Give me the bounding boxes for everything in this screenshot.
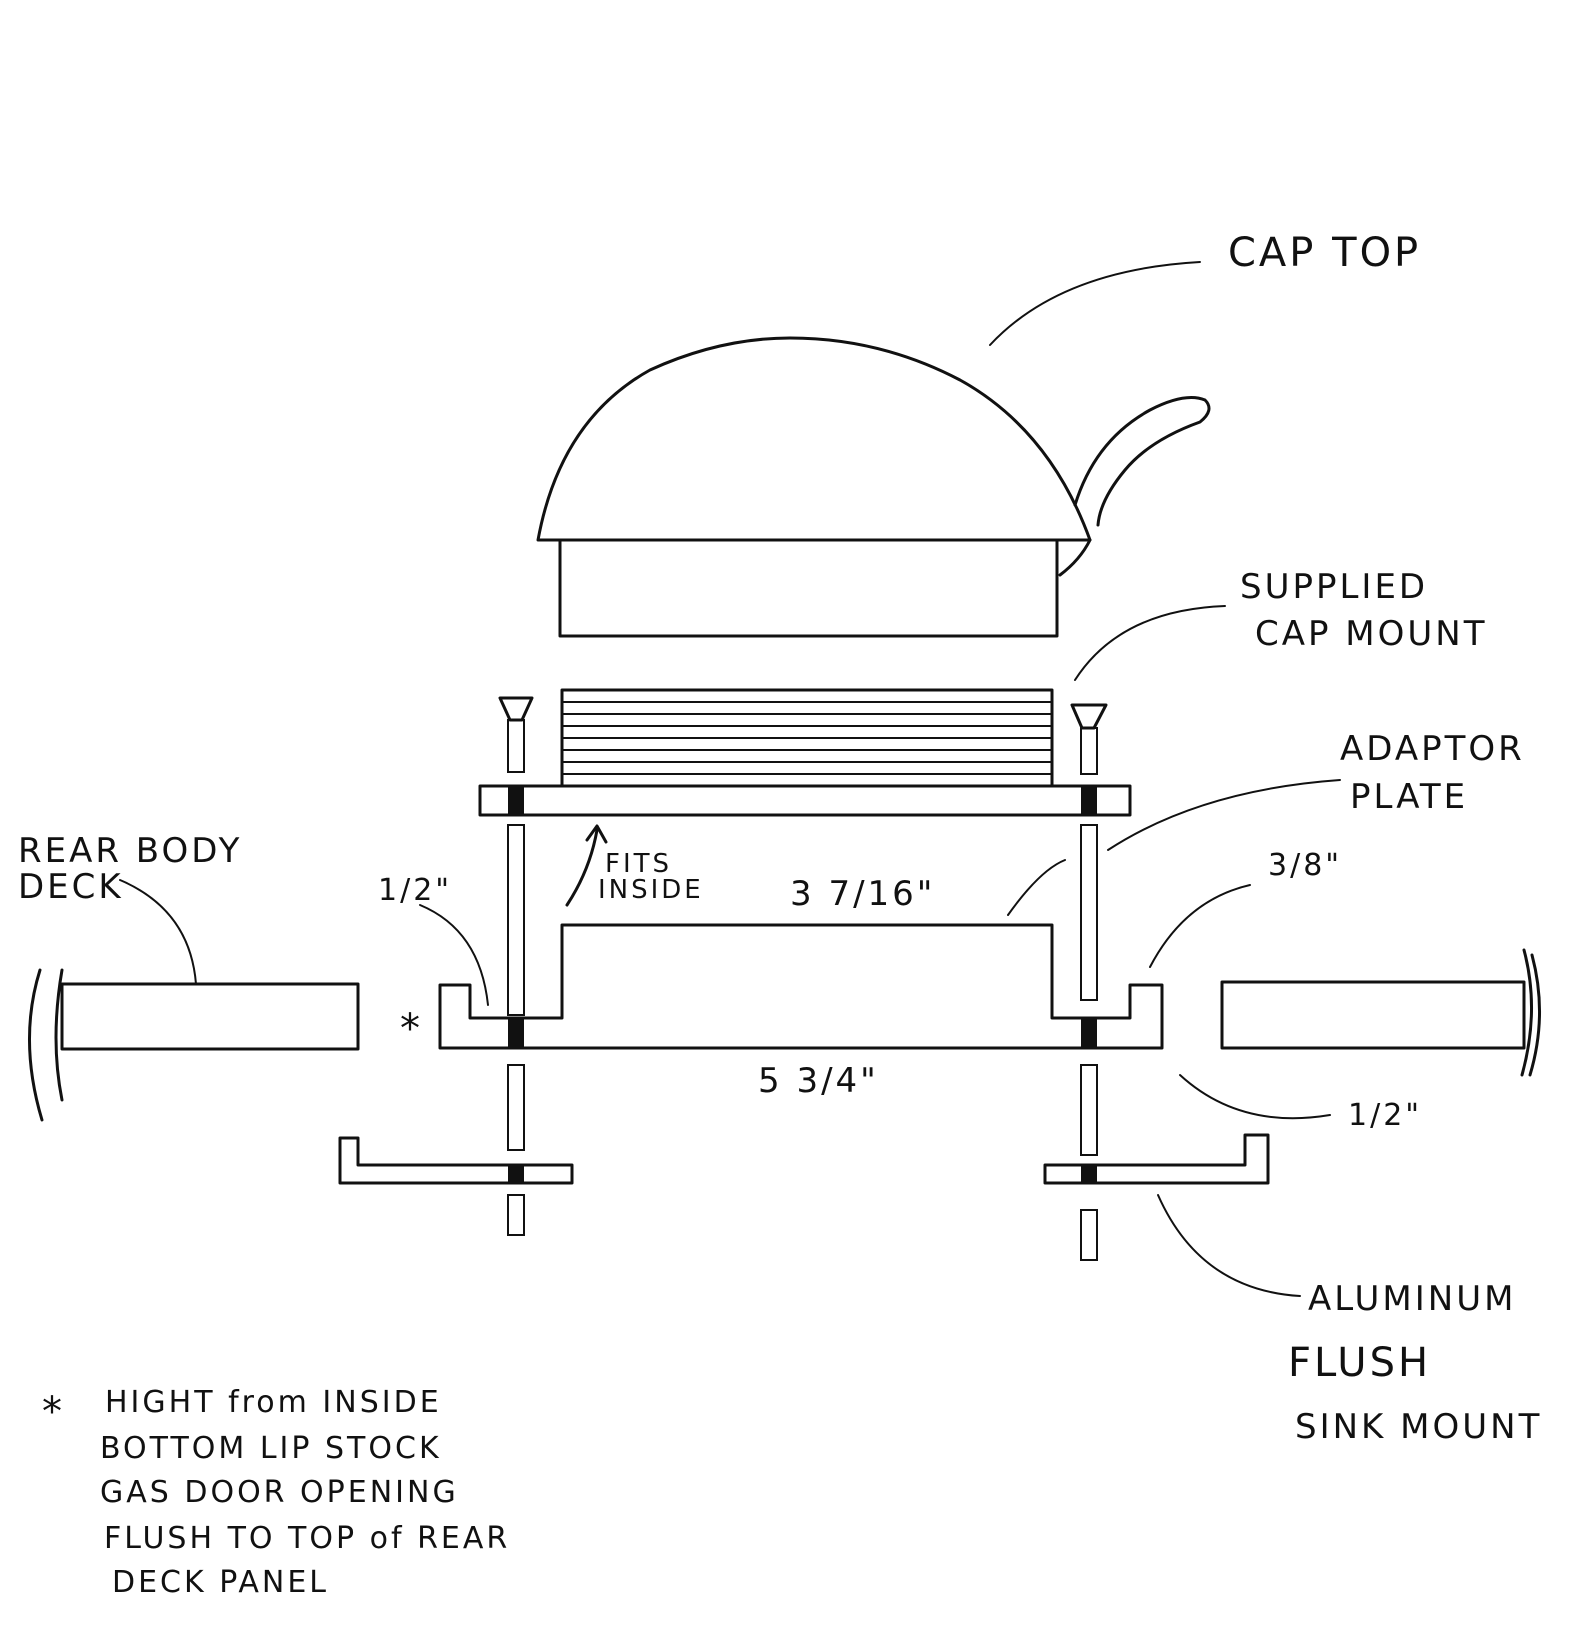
label-cap-mount: CAP MOUNT: [1255, 614, 1488, 654]
footnote: * HIGHT from INSIDE BOTTOM LIP STOCK GAS…: [42, 1385, 510, 1600]
leader-adaptor-plate: [1107, 779, 1341, 851]
dim-outer-width: 5 3/4": [758, 1061, 879, 1101]
asterisk-marker: *: [400, 1006, 423, 1052]
cap-skirt: [558, 538, 1059, 638]
label-fits: FITS: [605, 849, 672, 879]
footnote-line: FLUSH TO TOP of REAR: [104, 1521, 510, 1556]
supplied-cap-mount: [478, 688, 1132, 817]
right-screw: [1070, 703, 1108, 1261]
label-rear-body: REAR BODY: [18, 831, 242, 871]
sink-mount-left: [338, 1136, 574, 1185]
leader-half-right: [1179, 1074, 1331, 1120]
footnote-marker: *: [42, 1389, 65, 1435]
footnote-line: HIGHT from INSIDE: [105, 1385, 442, 1420]
leader-half-left: [419, 904, 489, 1006]
label-adaptor: ADAPTOR: [1340, 729, 1525, 769]
dim-half-left: 1/2": [378, 873, 452, 908]
cap-dome: [536, 336, 1092, 542]
rear-body-deck-right: [1220, 948, 1541, 1077]
label-supplied: SUPPLIED: [1240, 567, 1428, 607]
label-inside: INSIDE: [598, 875, 704, 905]
fits-inside-arrowhead: [585, 824, 608, 844]
dim-half-right: 1/2": [1348, 1098, 1422, 1133]
leader-cap-mount: [1074, 605, 1226, 681]
left-screw: [498, 696, 534, 1236]
leader-aluminum: [1157, 1194, 1301, 1297]
leader-lip-right: [1149, 884, 1251, 968]
leader-adaptor-plate-inner: [1007, 859, 1066, 916]
sink-mount-right: [1043, 1133, 1270, 1185]
label-aluminum: ALUMINUM: [1308, 1279, 1516, 1319]
label-plate: PLATE: [1350, 777, 1468, 817]
footnote-line: DECK PANEL: [112, 1565, 329, 1600]
footnote-line: BOTTOM LIP STOCK: [100, 1431, 442, 1466]
cap-top: [536, 336, 1211, 638]
cap-handle: [1073, 396, 1211, 527]
footnote-line: GAS DOOR OPENING: [100, 1475, 459, 1510]
leader-rear-deck: [119, 879, 197, 985]
label-flush: FLUSH: [1288, 1340, 1431, 1386]
label-sink-mount: SINK MOUNT: [1295, 1407, 1542, 1447]
fits-inside-arrow: [565, 828, 599, 907]
dim-lip-right: 3/8": [1268, 848, 1342, 883]
label-deck: DECK: [18, 867, 124, 907]
label-cap-top: CAP TOP: [1228, 230, 1421, 276]
adaptor-plate: [438, 923, 1164, 1050]
leader-cap-top: [989, 261, 1201, 346]
cap-mount-flange: [478, 784, 1132, 817]
dim-inner-width: 3 7/16": [790, 874, 935, 914]
adaptor-plate-outline: [438, 923, 1164, 1050]
cap-handle-tail: [1058, 538, 1092, 577]
rear-body-deck-left: [27, 968, 360, 1122]
